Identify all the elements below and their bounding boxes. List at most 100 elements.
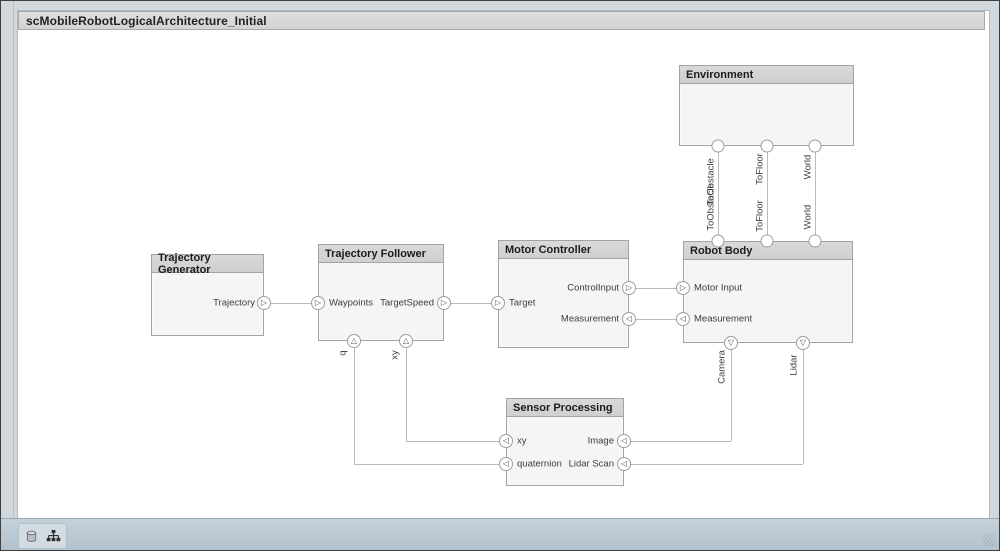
port-xy-in[interactable]: △ bbox=[399, 334, 413, 348]
port-arrow-icon: ▷ bbox=[260, 298, 268, 307]
connector-q-horizontal[interactable] bbox=[354, 464, 506, 465]
component-header: Robot Body bbox=[684, 242, 852, 260]
port-sp-quaternion-out[interactable]: ◁ bbox=[499, 457, 513, 471]
port-env-world[interactable] bbox=[808, 139, 822, 153]
connector-xy-horizontal[interactable] bbox=[406, 441, 506, 442]
port-mc-measurement-in[interactable]: ◁ bbox=[622, 312, 636, 326]
port-arrow-icon: ▷ bbox=[625, 283, 633, 292]
connector-lidar-vertical[interactable] bbox=[803, 349, 804, 464]
component-header: Environment bbox=[680, 66, 853, 84]
connector-lidar-horizontal[interactable] bbox=[624, 464, 803, 465]
port-arrow-icon: ▽ bbox=[799, 338, 807, 347]
resize-grip[interactable] bbox=[983, 534, 995, 546]
component-environment[interactable]: Environment bbox=[679, 65, 854, 146]
port-arrow-icon: ▷ bbox=[440, 298, 448, 307]
port-camera-out[interactable]: ▽ bbox=[724, 336, 738, 350]
component-title: Sensor Processing bbox=[513, 401, 613, 414]
port-motorinput-in[interactable]: ▷ bbox=[676, 281, 690, 295]
port-arrow-icon: ◁ bbox=[502, 459, 510, 468]
port-label-sp-xy: xy bbox=[517, 435, 527, 447]
status-bar bbox=[1, 518, 999, 550]
port-label-controlinput: ControlInput bbox=[567, 282, 619, 294]
port-label-waypoints: Waypoints bbox=[329, 297, 373, 309]
port-arrow-icon: ▽ bbox=[727, 338, 735, 347]
connector-trajectory[interactable] bbox=[264, 303, 318, 304]
architecture-hierarchy-icon[interactable] bbox=[44, 527, 62, 545]
port-label-rb-tofloor: ToFloor bbox=[754, 200, 766, 232]
connector-world[interactable] bbox=[815, 146, 816, 241]
port-label-mc-measurement: Measurement bbox=[560, 313, 619, 325]
port-label-rb-measurement: Measurement bbox=[694, 313, 753, 325]
port-label-env-world: World bbox=[802, 154, 814, 180]
port-lidar-out[interactable]: ▽ bbox=[796, 336, 810, 350]
component-header: Motor Controller bbox=[499, 241, 628, 259]
component-motor-controller[interactable]: Motor Controller bbox=[498, 240, 629, 348]
component-sensor-processing[interactable]: Sensor Processing bbox=[506, 398, 624, 486]
component-header: Sensor Processing bbox=[507, 399, 623, 417]
connector-targetspeed[interactable] bbox=[444, 303, 498, 304]
port-env-tofloor[interactable] bbox=[760, 139, 774, 153]
port-label-lidar: Lidar bbox=[788, 354, 800, 376]
port-label-image: Image bbox=[587, 435, 614, 447]
port-arrow-icon: ◁ bbox=[625, 314, 633, 323]
port-trajectory-out[interactable]: ▷ bbox=[257, 296, 271, 310]
port-label-env-tofloor: ToFloor bbox=[754, 153, 766, 185]
port-lidarscan-in[interactable]: ◁ bbox=[617, 457, 631, 471]
connector-measurement[interactable] bbox=[629, 319, 683, 320]
component-trajectory-generator[interactable]: Trajectory Generator bbox=[151, 252, 264, 336]
connector-controlinput[interactable] bbox=[629, 288, 683, 289]
component-title: Environment bbox=[686, 68, 754, 81]
port-arrow-icon: ▷ bbox=[314, 298, 322, 307]
port-targetspeed-out[interactable]: ▷ bbox=[437, 296, 451, 310]
port-target-in[interactable]: ▷ bbox=[491, 296, 505, 310]
data-dictionary-cylinder-icon[interactable] bbox=[23, 527, 41, 545]
connector-camera-horizontal[interactable] bbox=[624, 441, 731, 442]
diagram-title: scMobileRobotLogicalArchitecture_Initial bbox=[26, 13, 267, 28]
connector-q-vertical[interactable] bbox=[354, 347, 355, 464]
port-sp-xy-out[interactable]: ◁ bbox=[499, 434, 513, 448]
connector-toobstacle[interactable] bbox=[718, 146, 719, 241]
port-rb-toobstacle[interactable] bbox=[711, 234, 725, 248]
port-label-target: Target bbox=[509, 297, 536, 309]
connector-camera-vertical[interactable] bbox=[731, 349, 732, 441]
port-label-xy: xy bbox=[389, 350, 401, 360]
component-trajectory-follower[interactable]: Trajectory Follower bbox=[318, 244, 444, 341]
port-rb-tofloor[interactable] bbox=[760, 234, 774, 248]
palette-divider bbox=[13, 1, 14, 518]
port-label-rb-toobstacle: ToObstacle bbox=[705, 183, 717, 231]
port-rb-measurement-out[interactable]: ◁ bbox=[676, 312, 690, 326]
port-arrow-icon: ▷ bbox=[494, 298, 502, 307]
view-toggle-group bbox=[18, 523, 67, 549]
port-label-targetspeed: TargetSpeed bbox=[380, 297, 434, 309]
component-title: Trajectory Follower bbox=[325, 247, 426, 260]
port-label-motorinput: Motor Input bbox=[694, 282, 743, 294]
port-controlinput-out[interactable]: ▷ bbox=[622, 281, 636, 295]
port-q-in[interactable]: △ bbox=[347, 334, 361, 348]
port-label-camera: Camera bbox=[716, 350, 728, 384]
port-arrow-icon: ◁ bbox=[620, 459, 628, 468]
port-label-quaternion: quaternion bbox=[517, 458, 562, 470]
port-arrow-icon: ◁ bbox=[620, 436, 628, 445]
port-arrow-icon: △ bbox=[402, 336, 410, 345]
diagram-title-bar: scMobileRobotLogicalArchitecture_Initial bbox=[18, 11, 985, 30]
port-label-trajectory: Trajectory bbox=[213, 297, 255, 309]
port-arrow-icon: ◁ bbox=[679, 314, 687, 323]
component-title: Motor Controller bbox=[505, 243, 592, 256]
port-image-in[interactable]: ◁ bbox=[617, 434, 631, 448]
component-header: Trajectory Follower bbox=[319, 245, 443, 263]
port-label-rb-world: World bbox=[802, 204, 814, 230]
port-label-q: q bbox=[337, 350, 349, 356]
port-arrow-icon: ◁ bbox=[502, 436, 510, 445]
port-env-toobstacle[interactable] bbox=[711, 139, 725, 153]
port-waypoints-in[interactable]: ▷ bbox=[311, 296, 325, 310]
port-rb-world[interactable] bbox=[808, 234, 822, 248]
component-header: Trajectory Generator bbox=[152, 252, 263, 276]
port-label-lidarscan: Lidar Scan bbox=[568, 458, 614, 470]
connector-xy-vertical[interactable] bbox=[406, 347, 407, 441]
port-arrow-icon: △ bbox=[350, 336, 358, 345]
connector-tofloor[interactable] bbox=[767, 146, 768, 241]
port-arrow-icon: ▷ bbox=[679, 283, 687, 292]
component-title: Robot Body bbox=[690, 244, 753, 257]
component-robot-body[interactable]: Robot Body bbox=[683, 241, 853, 343]
